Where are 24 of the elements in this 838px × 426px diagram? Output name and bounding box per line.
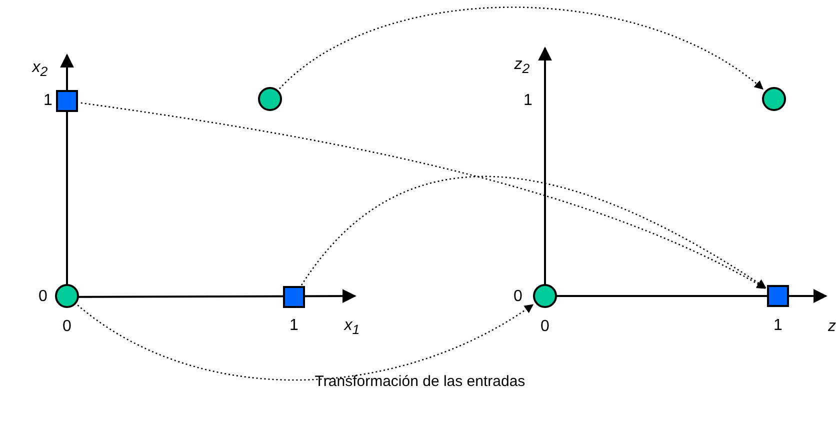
circle-point — [533, 284, 557, 308]
tick-label: 0 — [38, 288, 48, 306]
tick-label: 1 — [44, 92, 52, 110]
tick-label: 1 — [290, 317, 298, 335]
circle-point — [762, 87, 786, 111]
axis-label: z$_{2}$ — [514, 56, 530, 78]
dotted-arrow — [80, 102, 766, 289]
circle-point — [258, 87, 282, 111]
square-point — [283, 286, 305, 308]
caption: Transformación de las entradas — [314, 373, 526, 391]
square-point — [56, 90, 78, 112]
tick-label: 0 — [514, 288, 522, 306]
square-point — [767, 285, 789, 307]
dotted-arrow — [300, 176, 766, 288]
dotted-arrow — [77, 304, 534, 381]
circle-point — [55, 284, 79, 308]
tick-label: 0 — [62, 318, 72, 336]
axis-label: z — [828, 318, 836, 336]
axis-label: x$_{1}$ — [344, 316, 360, 340]
axis-label: x$_{2}$ — [32, 58, 48, 82]
tick-label: 1 — [774, 317, 782, 335]
dotted-arrow — [279, 6, 764, 90]
tick-label: 0 — [540, 318, 550, 336]
tick-label: 1 — [524, 92, 532, 110]
